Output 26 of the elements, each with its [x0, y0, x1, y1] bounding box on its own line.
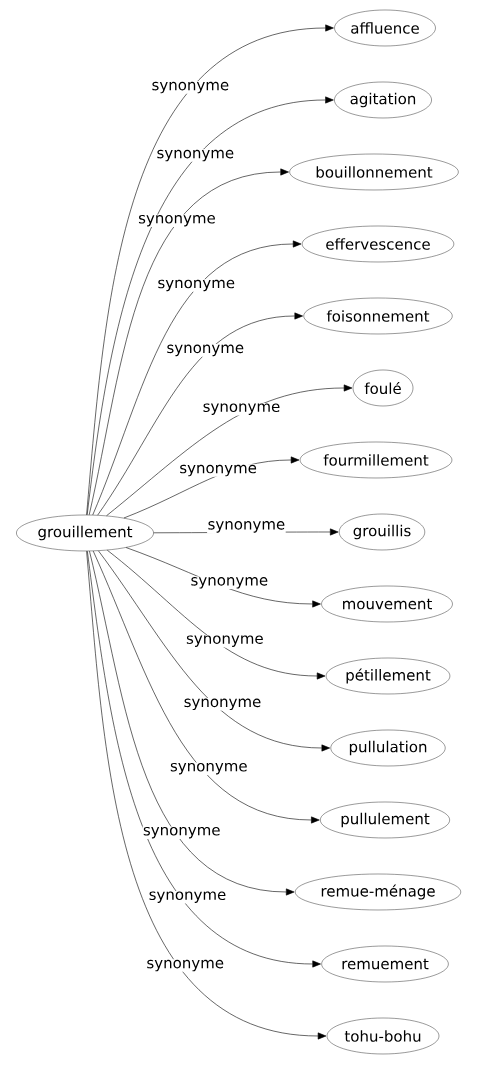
edge-label: synonyme — [156, 279, 236, 292]
edge-label: synonyme — [156, 149, 235, 162]
edge-label: synonyme — [145, 959, 225, 972]
arrow — [86, 550, 327, 1040]
arrow — [92, 240, 302, 516]
arrow — [89, 550, 295, 896]
edge-label: synonyme — [178, 464, 258, 477]
edge-label: synonyme — [202, 402, 281, 416]
arrow — [92, 550, 320, 824]
edge-label: synonyme — [166, 344, 245, 357]
arrow — [97, 312, 303, 516]
edge-label: synonyme — [142, 826, 222, 839]
arrow — [106, 384, 353, 516]
arrow — [98, 550, 331, 752]
arrow — [125, 547, 321, 608]
arrow — [107, 549, 326, 680]
arrow — [87, 550, 321, 968]
arrow — [88, 168, 289, 516]
edge-label: synonyme — [137, 214, 217, 227]
edge-label: synonyme — [169, 762, 249, 775]
edge-label: synonyme — [183, 698, 262, 711]
edge-label: synonyme — [190, 576, 269, 590]
edge-label: synonyme — [207, 520, 286, 534]
edge-label: synonyme — [151, 81, 230, 94]
edge-label: synonyme — [148, 890, 227, 904]
edge-label: synonyme — [185, 634, 265, 648]
